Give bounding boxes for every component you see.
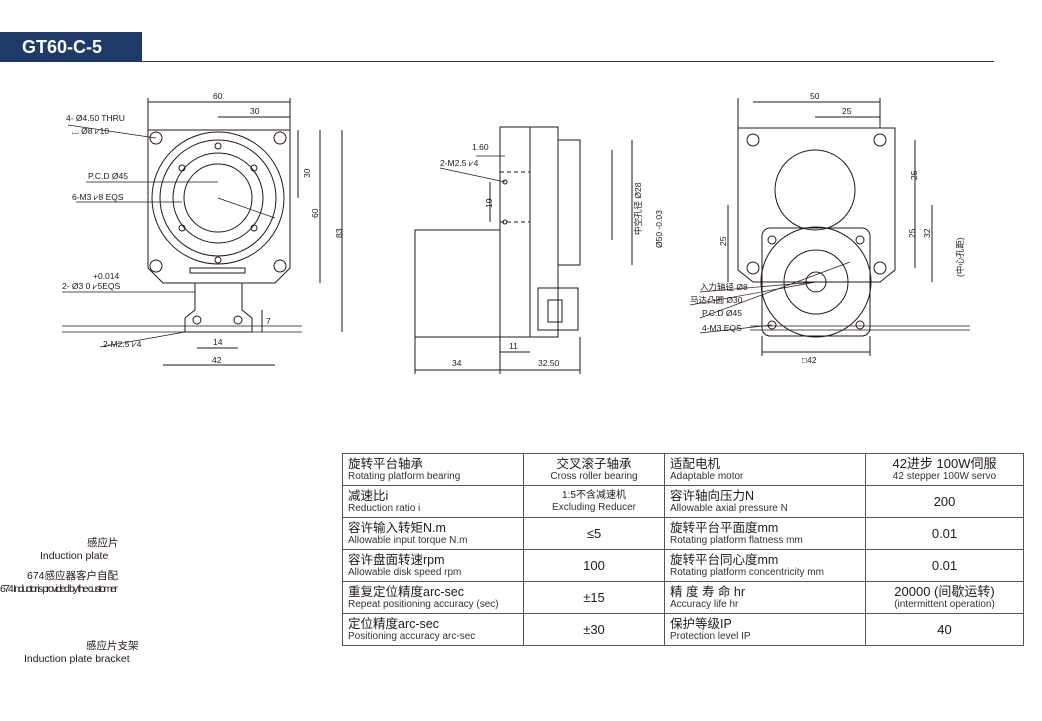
dim-42-base: 42 <box>212 355 222 365</box>
iso-label-bracket-en: Induction plate bracket <box>24 653 130 665</box>
spec-label-zh: 保护等级IP <box>670 616 732 631</box>
iso-labels: 感应片 Induction plate 674感应器客户自配 674 Induc… <box>0 536 139 665</box>
spec-value: ±15 <box>583 590 605 605</box>
technical-drawing: 60 30 30 60 83 42 14 7 4- Ø4.50 THRU ⌴ Ø… <box>60 91 970 400</box>
spec-value: ±30 <box>583 622 605 637</box>
iso-label-plate-en: Induction plate <box>40 550 108 562</box>
spec-value: 100 <box>583 558 605 573</box>
spec-label-zh: 重复定位精度arc-sec <box>348 584 464 599</box>
note-tolerance: +0.014 <box>93 271 120 281</box>
dim-30-half: 30 <box>250 106 260 116</box>
iso-label-bracket-zh: 感应片支架 <box>86 639 139 652</box>
spec-value: 0.01 <box>931 526 958 541</box>
note-input-shaft: 入力轴径 Ø8 <box>700 282 748 292</box>
note-m3-eqs: 4-M3 EQS <box>702 323 742 333</box>
dim-50: 50 <box>810 91 820 101</box>
dim-25-left: 25 <box>718 236 728 246</box>
dim-7: 7 <box>266 316 271 326</box>
spec-label-en: Reduction ratio i <box>348 502 421 514</box>
spec-value: 交叉滚子轴承 <box>556 456 632 471</box>
spec-label-en: Positioning accuracy arc-sec <box>348 630 476 642</box>
front-view-drawing <box>62 98 343 366</box>
spec-label-zh: 精 度 寿 命 hr <box>670 584 746 599</box>
drawing-annotations: 60 30 30 60 83 42 14 7 4- Ø4.50 THRU ⌴ Ø… <box>62 91 965 368</box>
note-motor-boss: 马达凸圆 Ø30 <box>690 295 743 305</box>
spec-label-zh: 容许盘面转速rpm <box>348 552 445 567</box>
spec-value-en: Excluding Reducer <box>552 501 636 513</box>
title-divider <box>142 61 994 62</box>
note-od50: Ø50 -0.03 <box>654 210 664 248</box>
dim-34: 34 <box>452 358 462 368</box>
dim-60-height: 60 <box>310 208 320 218</box>
spec-label-zh: 容许轴向压力N <box>670 488 755 503</box>
spec-label-en: Allowable axial pressure N <box>670 502 788 514</box>
note-m25-side: 2-M2.5 ⩗4 <box>440 158 479 168</box>
side-view-drawing <box>414 126 633 374</box>
model-title: GT60-C-5 <box>0 32 142 62</box>
spec-value-en: Cross roller bearing <box>550 470 638 482</box>
dim-83-height: 83 <box>334 228 344 238</box>
note-pcd45-motor: P.C.D Ø45 <box>702 308 742 318</box>
spec-label-en: Accuracy life hr <box>670 598 739 610</box>
dim-32: 32 <box>922 228 932 238</box>
spec-label-en: Adaptable motor <box>670 470 744 482</box>
spec-label-en: Rotating platform flatness mm <box>670 534 803 546</box>
note-counterbore: ⌴ Ø8 ⩗10 <box>72 126 109 136</box>
spec-label-en: Allowable input torque N.m <box>348 534 468 546</box>
motor-view-drawing <box>689 98 970 356</box>
spec-label-zh: 减速比i <box>348 488 389 503</box>
note-thru-holes: 4- Ø4.50 THRU <box>66 113 125 123</box>
spec-label-zh: 容许输入转矩N.m <box>348 520 446 535</box>
dim-14-slot: 14 <box>213 337 223 347</box>
spec-label-en: Rotating platform bearing <box>348 470 461 482</box>
spec-label-en: Allowable disk speed rpm <box>348 566 462 578</box>
dim-11: 11 <box>509 341 518 351</box>
iso-label-inductor-zh: 674感应器客户自配 <box>27 569 119 582</box>
dim-square-42: □42 <box>802 355 817 365</box>
spec-label-en: Repeat positioning accuracy (sec) <box>348 598 499 610</box>
spec-value: ≤5 <box>586 526 602 541</box>
dim-25-right-bottom: 25 <box>907 228 917 238</box>
dim-60-width: 60 <box>213 91 223 101</box>
iso-label-plate-zh: 感应片 <box>87 536 119 549</box>
spec-value: 0.01 <box>931 558 958 573</box>
note-m3-holes: 6-M3 ⩗8 EQS <box>72 192 124 202</box>
iso-label-inductor-en: 674 Inductor is provided by the customer <box>0 583 118 595</box>
spec-value-en: 42 stepper 100W servo <box>892 471 997 482</box>
note-center-distance: (中心孔距) <box>955 237 965 277</box>
note-hollow-bore: 中空孔径 Ø28 <box>633 182 643 235</box>
dim-1-60: 1.60 <box>472 142 489 152</box>
note-pin-holes: 2- Ø3 0 ⩗5EQS <box>62 281 121 291</box>
dim-25-right-top: 25 <box>909 170 919 180</box>
spec-value: 20000 (间歇运转) <box>894 584 995 599</box>
spec-label-zh: 适配电机 <box>670 456 721 471</box>
spec-value: 1:5不含减速机 <box>562 489 626 501</box>
dim-32-50: 32.50 <box>538 358 560 368</box>
spec-label-zh: 旋转平台平面度mm <box>670 520 779 535</box>
spec-label-en: Protection level IP <box>670 630 751 642</box>
isometric-view-drawing <box>60 394 330 400</box>
spec-label-zh: 旋转平台轴承 <box>348 456 424 471</box>
spec-value-en: (intermittent operation) <box>894 599 995 610</box>
dim-25-top: 25 <box>842 106 852 116</box>
note-m25-front: 2-M2.5 ⩗4 <box>103 339 142 349</box>
spec-value: 40 <box>937 622 952 637</box>
spec-label-zh: 旋转平台同心度mm <box>670 552 779 567</box>
dim-19: 19 <box>484 198 494 208</box>
spec-label-zh: 定位精度arc-sec <box>348 616 439 631</box>
spec-label-en: Rotating platform concentricity mm <box>670 566 824 578</box>
dim-30-height: 30 <box>302 168 312 178</box>
spec-value: 42进步 100W伺服 <box>892 456 997 471</box>
spec-value: 200 <box>933 494 956 509</box>
note-pcd45-front: P.C.D Ø45 <box>88 171 128 181</box>
